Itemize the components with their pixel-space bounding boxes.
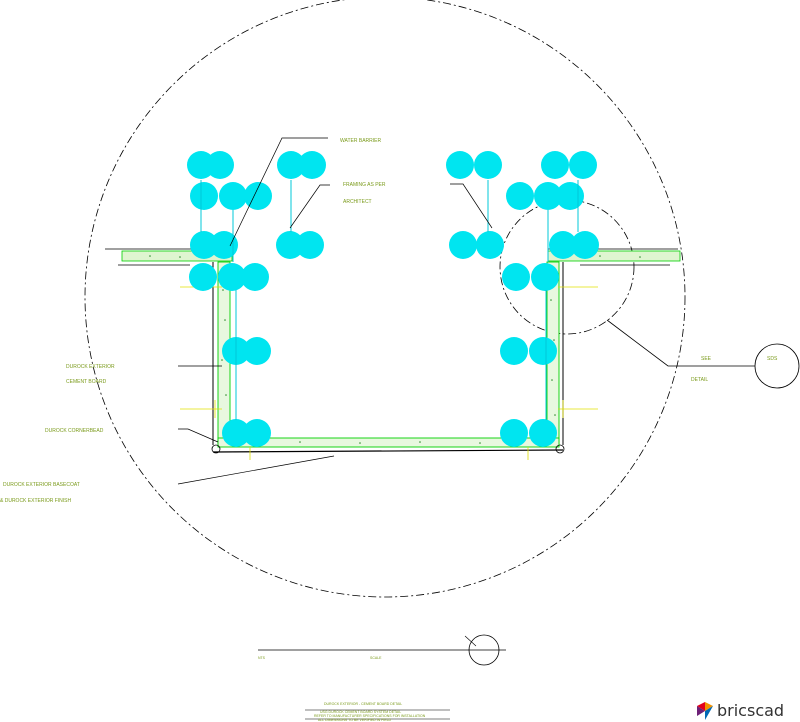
detail-reference-bubble [754, 343, 800, 389]
title-block: DUROCK EXTERIOR - CEMENT BOARD DETAIL US… [305, 702, 450, 722]
revision-clouds [187, 151, 599, 447]
label-durock-finish: & DUROCK EXTERIOR FINISH [0, 498, 72, 504]
label-durock-cornerbead: DUROCK CORNERBEAD [45, 428, 104, 434]
label-see: SEE [701, 356, 712, 362]
detail-leader-line [606, 319, 755, 367]
detail-bubble-label: SDS [767, 356, 778, 362]
scale-right-text: SCALE [370, 656, 382, 660]
brand-name: bricscad [717, 701, 784, 720]
label-detail: DETAIL [691, 377, 708, 383]
cloud-stems [200, 180, 579, 420]
title-note-4: ALL DIMENSIONS TO BE VERIFIED IN FIELD [318, 718, 392, 722]
scale-left-text: NTS [258, 656, 266, 660]
title-note-3: REFER TO MANUFACTURER SPECIFICATIONS FOR… [314, 714, 426, 718]
label-cement-board: CEMENT BOARD [66, 379, 107, 385]
label-water-barrier: WATER BARRIER [340, 138, 382, 144]
bricscad-logo: bricscad [697, 701, 784, 720]
title-note-2: USG DUROCK CEMENT BOARD SYSTEM DETAIL [320, 710, 401, 714]
scale-bar [258, 634, 506, 666]
label-framing-as-per: FRAMING AS PER [343, 182, 386, 188]
leader-lines [177, 137, 493, 485]
label-durock-basecoat: DUROCK EXTERIOR BASECOAT [3, 482, 80, 488]
title-note-1: DUROCK EXTERIOR - CEMENT BOARD DETAIL [324, 702, 402, 706]
label-architect: ARCHITECT [343, 199, 372, 205]
detail-boundary-circle [84, 0, 686, 598]
label-durock-exterior: DUROCK EXTERIOR [66, 364, 115, 370]
logo-mark-icon [697, 702, 705, 711]
